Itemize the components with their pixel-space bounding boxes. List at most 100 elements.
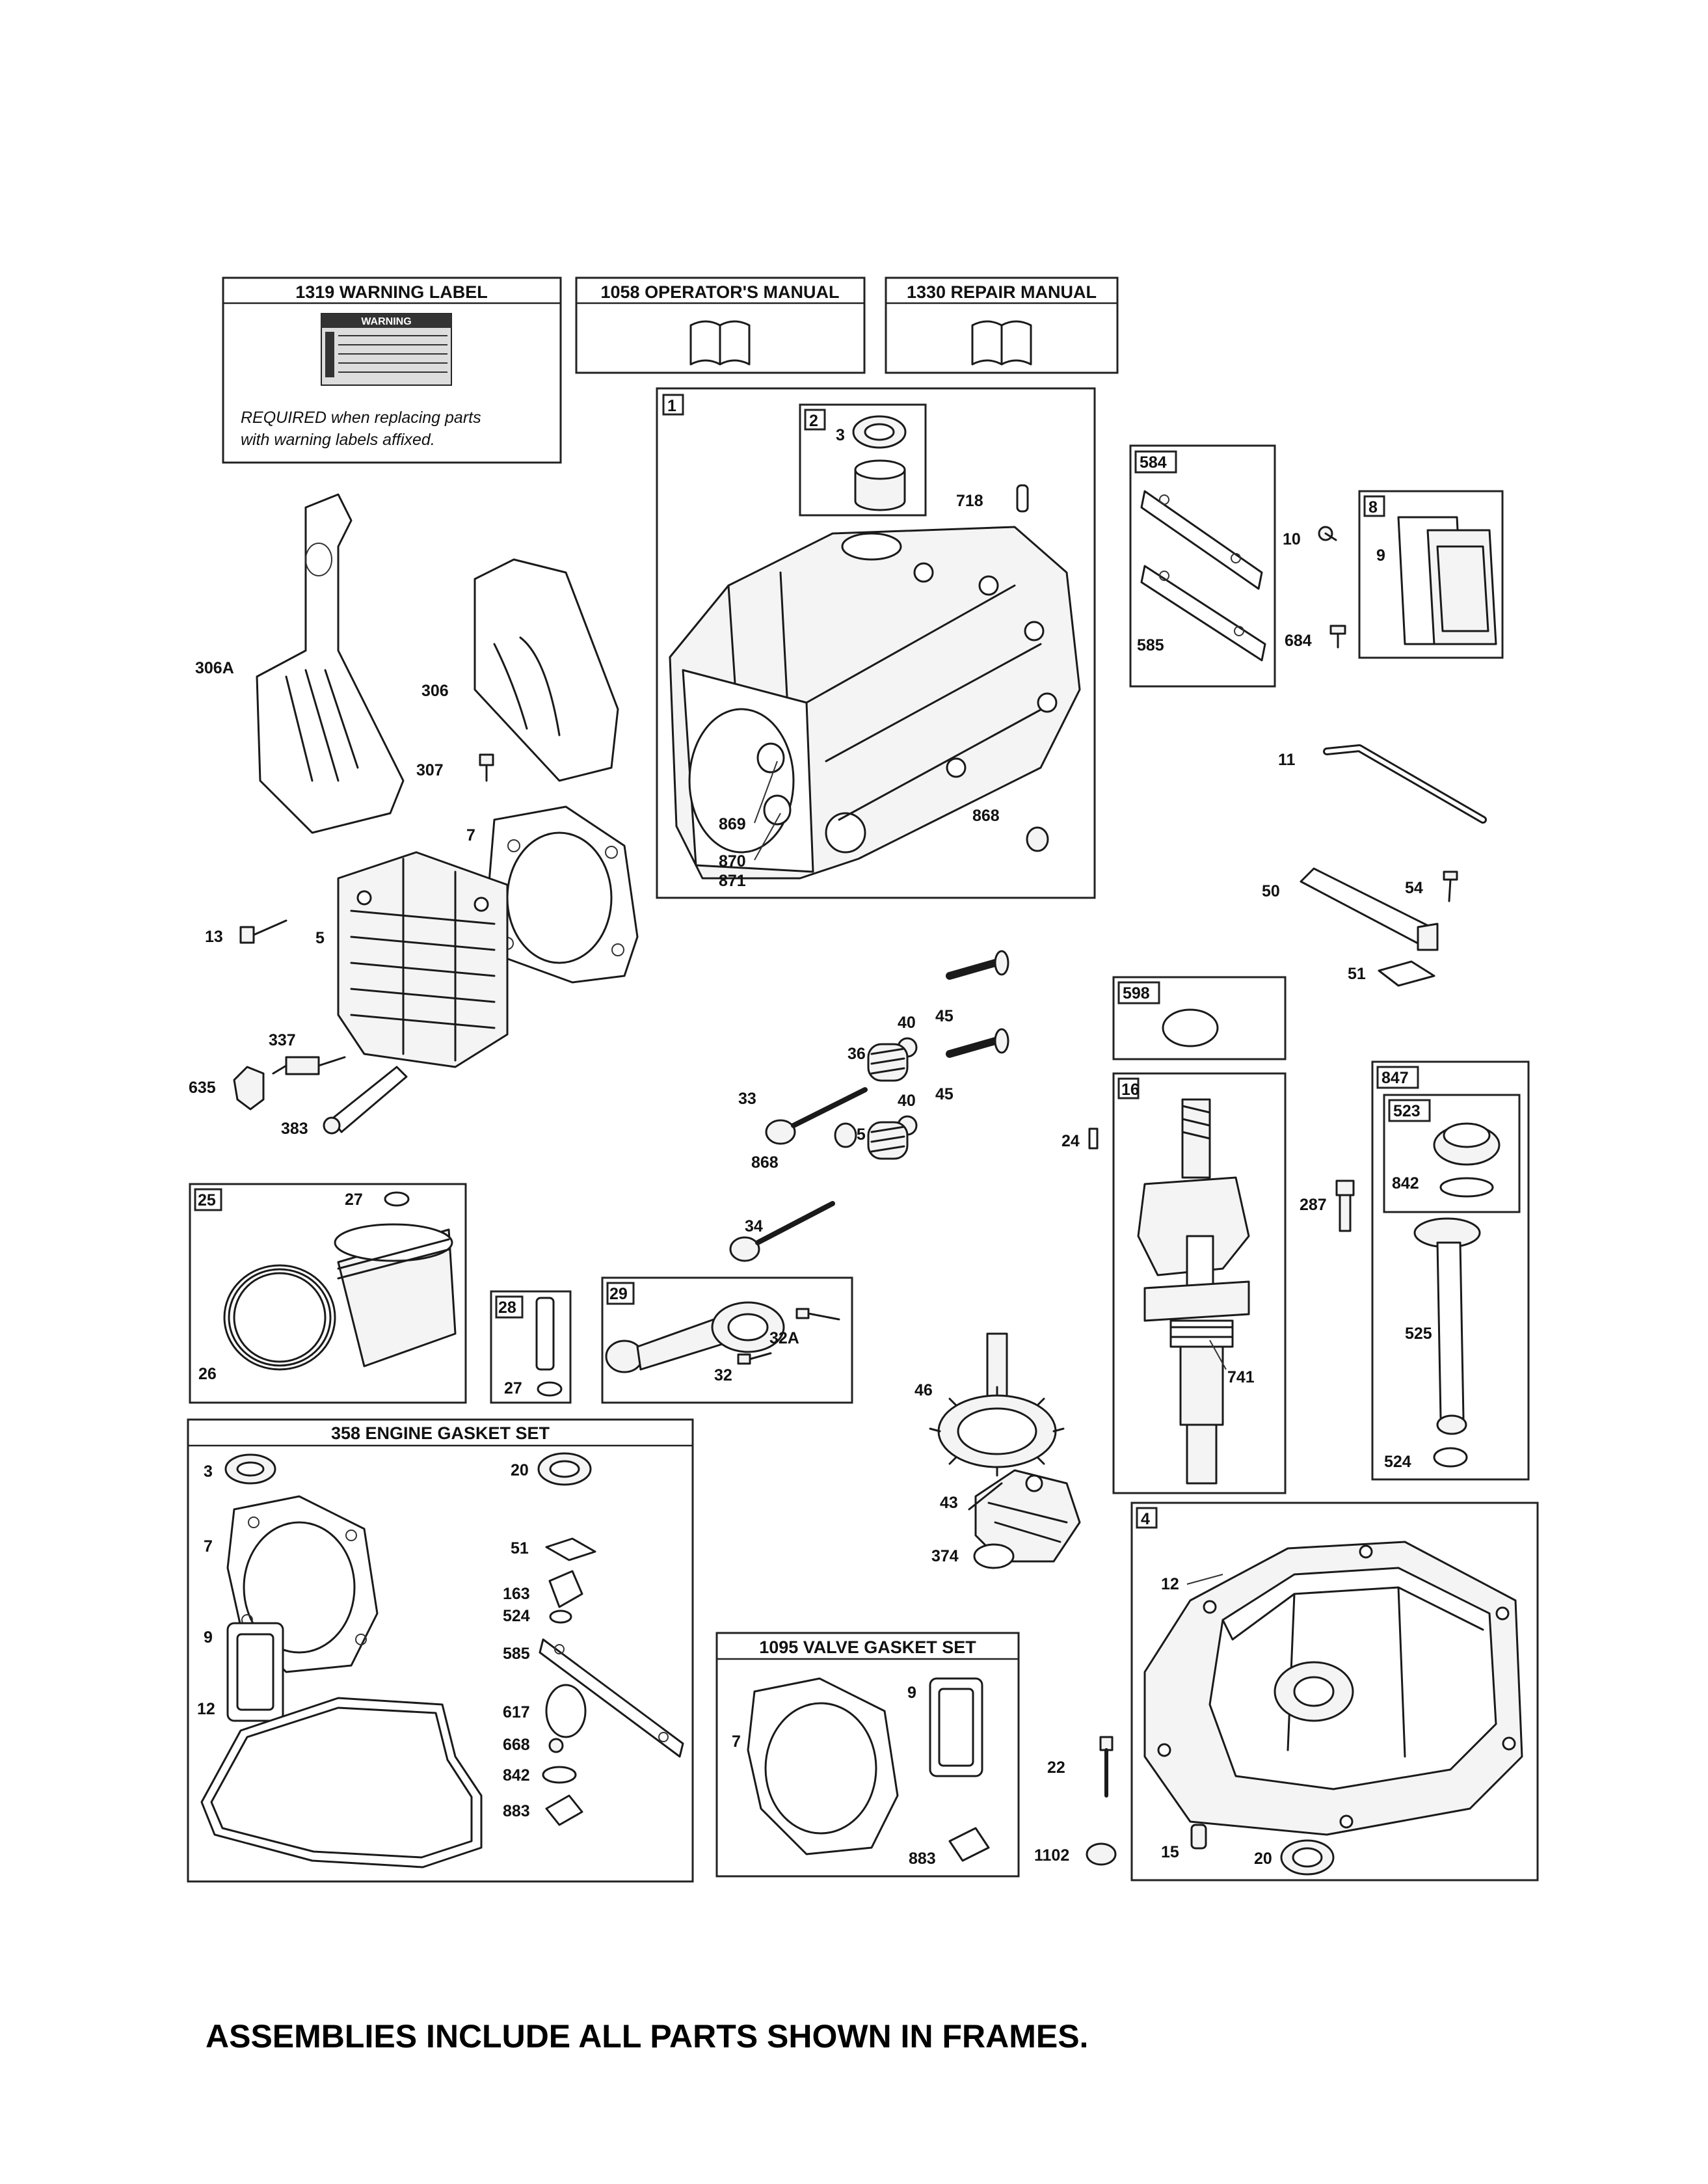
plug-287 xyxy=(1335,1180,1355,1232)
screw-307 xyxy=(479,753,494,782)
connecting-rod xyxy=(605,1301,785,1373)
frame-label-4: 4 xyxy=(1141,1510,1150,1528)
tappet-45b xyxy=(946,1028,1009,1058)
rod-bolt-32A xyxy=(795,1308,840,1321)
valve-cover-gasket-9 xyxy=(226,1622,284,1722)
callout-46: 46 xyxy=(914,1381,933,1399)
piston-pin-frame: 28 27 xyxy=(490,1290,572,1404)
head-gasket-7 xyxy=(747,1677,899,1855)
warning-label-frame: 1319 WARNING LABEL WARNING REQUIRED when… xyxy=(222,276,562,464)
seal-868 xyxy=(834,1122,857,1148)
book-icon xyxy=(689,320,751,366)
valve-34 xyxy=(729,1201,835,1262)
gasket-883 xyxy=(948,1827,990,1862)
push-rod-guide xyxy=(323,1066,408,1135)
valve-gasket-set-header: 1095 VALVE GASKET SET xyxy=(759,1638,976,1657)
spark-plug xyxy=(272,1056,346,1075)
callout-27: 27 xyxy=(504,1379,522,1397)
seal-frame-598: 598 xyxy=(1112,976,1287,1060)
valve-33 xyxy=(765,1087,868,1145)
tube-50 xyxy=(1300,867,1439,951)
callout-24: 24 xyxy=(1061,1132,1080,1150)
engine-gasket-set-frame: 358 ENGINE GASKET SET 3 20 7 9 12 51 163… xyxy=(187,1418,694,1883)
callout-585: 585 xyxy=(1137,636,1164,654)
gasket-callout-524: 524 xyxy=(503,1607,530,1625)
screw-684 xyxy=(1329,625,1346,649)
valve-gasket-callout-7: 7 xyxy=(732,1732,741,1751)
valve-spring-36 xyxy=(867,1043,909,1082)
tappet-45a xyxy=(946,950,1009,980)
oil-seal xyxy=(852,415,907,449)
callout-287: 287 xyxy=(1300,1196,1327,1214)
callout-842: 842 xyxy=(1392,1174,1419,1193)
frame-label-28: 28 xyxy=(498,1299,516,1317)
callout-32: 32 xyxy=(714,1366,732,1384)
valve-cover-frame: 8 9 xyxy=(1358,490,1504,659)
callout-54: 54 xyxy=(1405,879,1423,897)
svg-text:REQUIRED when replacing parts: REQUIRED when replacing parts xyxy=(241,409,481,427)
gasket-callout-51: 51 xyxy=(511,1539,529,1557)
callout-306A: 306A xyxy=(195,659,234,677)
screw-54 xyxy=(1443,870,1458,902)
warning-label-header: 1319 WARNING LABEL xyxy=(295,282,488,302)
bushing xyxy=(854,459,906,511)
callout-15: 15 xyxy=(1161,1843,1179,1861)
callout-869: 869 xyxy=(719,815,746,833)
callout-27: 27 xyxy=(345,1191,363,1209)
dipstick-tube xyxy=(1413,1217,1481,1435)
dipstick-cap xyxy=(1433,1122,1501,1166)
warning-badge: WARNING xyxy=(361,316,411,327)
callout-635: 635 xyxy=(189,1079,216,1097)
tube-11 xyxy=(1323,744,1487,824)
gasket-callout-20: 20 xyxy=(511,1461,529,1479)
o-ring-842 xyxy=(1439,1177,1494,1198)
gasket-callout-163: 163 xyxy=(503,1585,530,1603)
breather-gasket-585 xyxy=(539,1638,684,1758)
seal-668 xyxy=(548,1738,564,1753)
callout-524: 524 xyxy=(1384,1453,1411,1471)
frame-label-29: 29 xyxy=(609,1285,628,1303)
breather-gasket xyxy=(1140,490,1266,662)
gasket-callout-883: 883 xyxy=(503,1802,530,1820)
o-ring-842 xyxy=(542,1766,577,1784)
gasket-883 xyxy=(545,1794,583,1826)
callout-13: 13 xyxy=(205,928,223,946)
crankshaft xyxy=(1137,1098,1250,1485)
callout-868: 868 xyxy=(972,807,1000,825)
piston-rings xyxy=(223,1264,336,1371)
gasket-callout-3: 3 xyxy=(204,1463,213,1481)
gasket-callout-617: 617 xyxy=(503,1703,530,1721)
rod-bolt-32 xyxy=(737,1352,772,1365)
valve-cover xyxy=(1397,516,1497,645)
o-ring-524 xyxy=(549,1610,572,1624)
callout-33: 33 xyxy=(738,1090,756,1108)
valve-gasket-callout-883: 883 xyxy=(909,1850,936,1868)
callout-22: 22 xyxy=(1047,1759,1065,1777)
valve-seat-insert xyxy=(1026,826,1049,852)
gasket-617 xyxy=(545,1684,587,1738)
callout-5: 5 xyxy=(315,929,325,947)
air-guide-306A xyxy=(256,493,405,834)
callout-871: 871 xyxy=(719,872,746,890)
piston-pin-clip xyxy=(537,1381,563,1397)
callout-50: 50 xyxy=(1262,882,1280,900)
valve-gasket-set-frame: 1095 VALVE GASKET SET 7 9 883 xyxy=(715,1632,1020,1878)
gasket-51 xyxy=(1378,960,1435,987)
callout-374: 374 xyxy=(931,1547,959,1565)
required-line2-text: with warning labels affixed. xyxy=(241,431,435,449)
frame-label-1: 1 xyxy=(667,397,676,415)
air-guide-306 xyxy=(474,558,619,782)
frame-label-847: 847 xyxy=(1381,1069,1409,1087)
footer-note: ASSEMBLIES INCLUDE ALL PARTS SHOWN IN FR… xyxy=(206,2018,1088,2055)
oil-fill-frame: 847 523 842 525 524 xyxy=(1371,1060,1530,1481)
gasket-callout-7: 7 xyxy=(204,1537,213,1556)
operators-manual-header: 1058 OPERATOR'S MANUAL xyxy=(601,282,840,302)
callout-684: 684 xyxy=(1285,632,1312,650)
breather-tube-frame: 584 585 xyxy=(1129,444,1276,688)
bolt-22 xyxy=(1099,1736,1114,1798)
callout-525: 525 xyxy=(1405,1325,1432,1343)
screw-10 xyxy=(1318,526,1337,541)
head-gasket xyxy=(487,805,639,984)
callout-51: 51 xyxy=(1348,965,1366,983)
head-bolt xyxy=(239,919,287,944)
